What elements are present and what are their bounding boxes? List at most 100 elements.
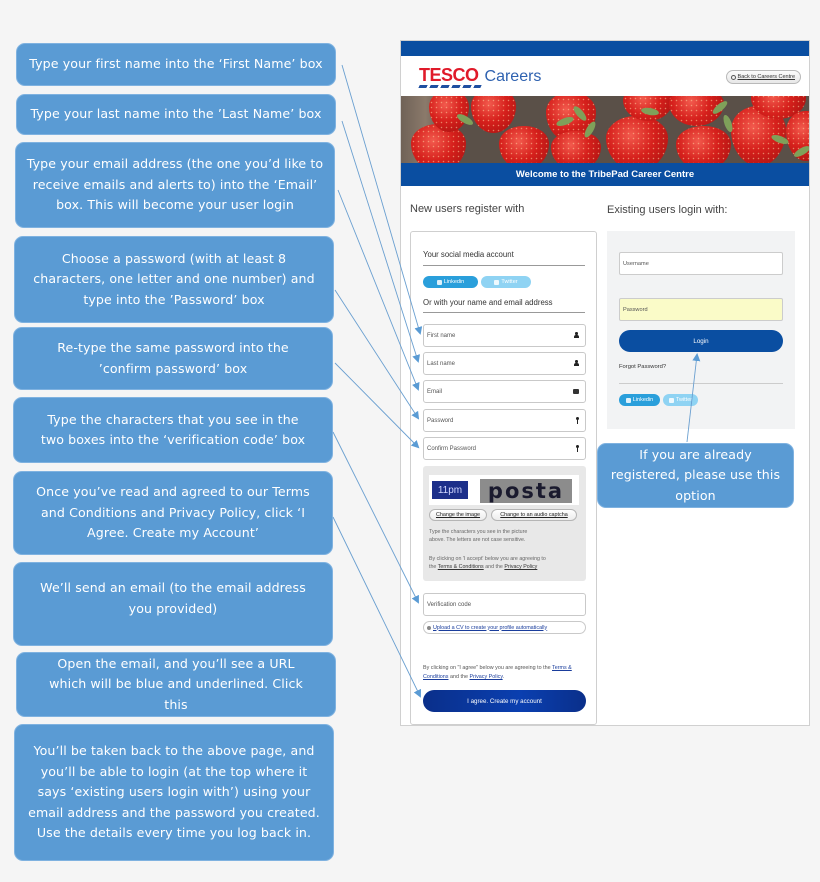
callout-verification: Type the characters that you see in the … [13,397,333,463]
login-password-placeholder: Password [623,306,648,313]
welcome-text: Welcome to the TribePad Career Centre [515,169,695,180]
captcha-image: 11pm posta [429,475,579,505]
strawberry-banner-image [401,96,809,163]
or-name-email-label: Or with your name and email address [423,298,553,307]
last-name-field[interactable]: Last name [423,352,586,375]
captcha-instructions: Type the characters you see in the pictu… [429,528,527,544]
upload-cv-link[interactable]: Upload a CV to create your profile autom… [423,621,586,634]
confirm-password-field[interactable]: Confirm Password [423,437,586,460]
callout-already-registered: If you are already registered, please us… [597,443,794,508]
back-icon [730,74,736,80]
forgot-password-link[interactable]: Forgot Password? [619,364,667,370]
upload-icon [427,625,431,630]
username-field[interactable]: Username [619,252,783,275]
agree-pre: By clicking on "I agree" below you are a… [423,665,551,671]
accept-mid: and the [485,564,503,570]
linkedin-label: Linkedin [632,397,654,403]
callout-text: Re-type the same password into the ’conf… [57,340,289,376]
callout-text: Type your first name into the ‘First Nam… [29,56,323,72]
callout-text: Type your last name into the ’Last Name’… [30,106,322,122]
logo-product: Careers [484,68,542,85]
agree-terms-text: By clicking on "I agree" below you are a… [423,664,588,682]
divider [423,312,585,313]
user-icon [574,360,579,366]
captcha-terms-link[interactable]: Terms & Conditions [437,564,484,570]
linkedin-icon [625,397,631,403]
confirm-password-placeholder: Confirm Password [427,445,477,452]
login-section-title: Existing users login with: [607,204,728,216]
create-account-label: I agree. Create my account [467,697,542,705]
callout-first-name: Type your first name into the ‘First Nam… [16,43,336,86]
linkedin-label: Linkedin [443,279,465,285]
callout-send-email: We’ll send an email (to the email addres… [13,562,333,646]
login-password-field[interactable]: Password [619,298,783,321]
create-account-button[interactable]: I agree. Create my account [423,690,586,712]
first-name-field[interactable]: First name [423,324,586,347]
instructions-line-1: Type the characters you see in the pictu… [429,529,528,535]
twitter-label: Twitter [675,397,693,403]
captcha-word-1: 11pm [432,481,468,499]
accept-line-2: the Terms & Conditions and the Privacy P… [429,563,546,571]
accept-line-1: By clicking on 'I accept' below you are … [429,556,546,562]
callout-text: You’ll be taken back to the above page, … [28,743,320,841]
captcha-panel: 11pm posta Change the image Change to an… [423,466,586,581]
site-header: TESCO Careers Back to Careers Centre [401,56,809,96]
tesco-careers-logo[interactable]: TESCO Careers [418,65,542,88]
callout-open-email: Open the email, and you’ll see a URL whi… [16,652,336,717]
user-icon [574,332,579,338]
callout-text: Type your email address (the one you’d l… [26,156,324,213]
upload-cv-label: Upload a CV to create your profile autom… [433,624,548,631]
first-name-placeholder: First name [427,332,456,339]
register-section-title: New users register with [410,203,525,215]
callout-text: We’ll send an email (to the email addres… [40,580,306,616]
accept-pre: the [429,564,437,570]
password-field[interactable]: Password [423,409,586,432]
linkedin-icon [436,279,442,285]
privacy-link[interactable]: Privacy Policy [469,674,503,680]
envelope-icon [573,389,579,394]
logo-brand: TESCO [418,65,482,88]
login-twitter-button[interactable]: Twitter [663,394,698,406]
back-button-label: Back to Careers Centre [737,74,795,80]
change-image-button[interactable]: Change the image [429,509,487,521]
twitter-icon [668,397,674,403]
audio-captcha-button[interactable]: Change to an audio captcha [491,509,577,521]
callout-last-name: Type your last name into the ’Last Name’… [16,94,336,135]
captcha-privacy-link[interactable]: Privacy Policy [504,564,538,570]
login-linkedin-button[interactable]: Linkedin [619,394,660,406]
key-icon [576,445,579,452]
password-placeholder: Password [427,417,454,424]
email-placeholder: Email [427,388,443,395]
key-icon [576,417,579,424]
divider [619,383,783,384]
verification-code-field[interactable]: Verification code [423,593,586,616]
captcha-accept-text: By clicking on 'I accept' below you are … [429,555,546,571]
divider [423,265,585,266]
top-bar [401,41,809,56]
career-site-screenshot: TESCO Careers Back to Careers Centre [400,40,810,726]
agree-mid: and the [449,674,468,680]
callout-text: Choose a password (with at least 8 chara… [33,250,315,307]
login-button-label: Login [693,337,709,345]
verification-placeholder: Verification code [427,601,472,608]
back-to-careers-button[interactable]: Back to Careers Centre [725,70,801,84]
register-form: Your social media account Linkedin Twitt… [410,231,597,725]
register-twitter-button[interactable]: Twitter [481,276,531,288]
login-button[interactable]: Login [619,330,783,352]
callout-confirm-password: Re-type the same password into the ’conf… [13,327,333,390]
captcha-word-2: posta [480,479,572,503]
callout-password: Choose a password (with at least 8 chara… [14,236,334,323]
callout-email: Type your email address (the one you’d l… [15,142,335,228]
username-placeholder: Username [623,260,649,267]
callout-text: If you are already registered, please us… [610,446,781,503]
terms-link[interactable]: Terms & Conditions [423,665,572,680]
callout-login-back: You’ll be taken back to the above page, … [14,724,334,861]
register-linkedin-button[interactable]: Linkedin [423,276,478,288]
twitter-icon [494,279,500,285]
social-media-label: Your social media account [423,250,514,259]
instructions-line-2: above. The letters are not case sensitiv… [429,537,526,543]
email-field[interactable]: Email [423,380,586,403]
callout-text: Once you’ve read and agreed to our Terms… [36,484,310,541]
logo-brand-text: TESCO [419,65,479,85]
callout-text: Open the email, and you’ll see a URL whi… [49,655,303,712]
